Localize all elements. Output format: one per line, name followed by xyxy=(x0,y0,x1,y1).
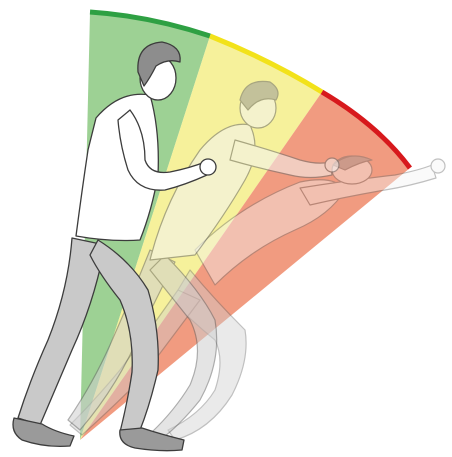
upright-fist xyxy=(200,159,216,175)
deep-lean-fist xyxy=(431,159,445,173)
moderate-lean-fist xyxy=(325,158,339,172)
upright-back-shoe xyxy=(13,418,74,446)
